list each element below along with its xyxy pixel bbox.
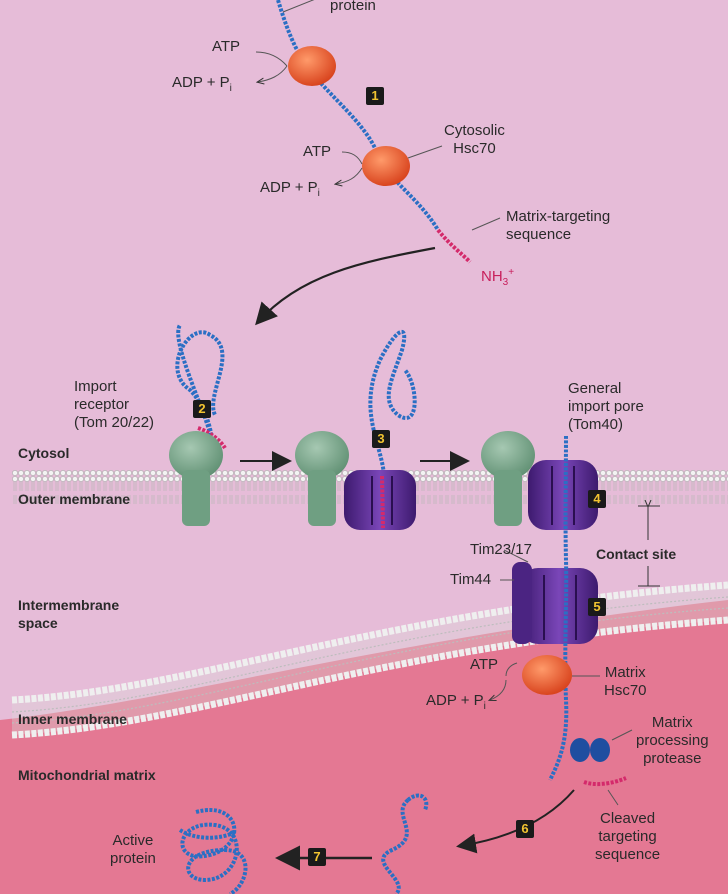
tom40-pore-c	[528, 460, 598, 530]
protein-coil-a	[175, 330, 225, 441]
step-2-badge: 2	[193, 400, 211, 418]
protein-coil-b	[368, 329, 417, 475]
step-6-badge: 6	[516, 820, 534, 838]
import-receptor	[169, 431, 223, 479]
label-mitochondrial-matrix: Mitochondrial matrix	[18, 767, 156, 783]
step-4-badge: 4	[588, 490, 606, 508]
label-cytosol: Cytosol	[18, 445, 70, 461]
import-receptor-stalk	[182, 470, 210, 526]
label-outer-membrane: Outer membrane	[18, 491, 131, 507]
label-tim23-17: Tim23/17	[470, 541, 532, 558]
targeting-sequence-top	[436, 228, 472, 264]
label-adp-2: ADP + Pi	[260, 179, 320, 199]
step-1-badge: 1	[366, 87, 384, 105]
active-protein	[180, 808, 248, 894]
label-nh3: NH3+	[481, 267, 515, 288]
matrix-hsc70	[522, 655, 572, 695]
cytosolic-hsc70-2	[362, 146, 410, 186]
protein-chain-top	[276, 0, 440, 232]
protein-chain-translocating	[548, 435, 569, 781]
label-atp-2: ATP	[303, 143, 332, 160]
label-tim44: Tim44	[450, 571, 492, 588]
step-7-badge: 7	[308, 848, 326, 866]
label-inner-membrane: Inner membrane	[18, 711, 127, 727]
step-5-badge: 5	[588, 598, 606, 616]
tom40-pore-b	[344, 470, 416, 530]
step-3-badge: 3	[372, 430, 390, 448]
cleaved-targeting-sequence	[583, 776, 627, 787]
tim44	[512, 562, 532, 644]
label-atp-1: ATP	[212, 38, 241, 55]
transfer-arrow	[255, 246, 436, 326]
label-protein-top: protein	[330, 0, 376, 14]
import-receptor-c	[481, 431, 535, 479]
label-contact-site: Contact site	[596, 546, 677, 562]
tim23-17-pore	[520, 568, 598, 644]
label-adp-3: ADP + Pi	[426, 692, 486, 712]
cytosolic-hsc70-1	[288, 46, 336, 86]
label-atp-3: ATP	[470, 656, 499, 673]
label-adp-1: ADP + Pi	[172, 74, 232, 94]
import-receptor-b	[295, 431, 349, 479]
matrix-processing-protease	[570, 738, 590, 762]
protein-coil-matrix	[381, 798, 410, 894]
